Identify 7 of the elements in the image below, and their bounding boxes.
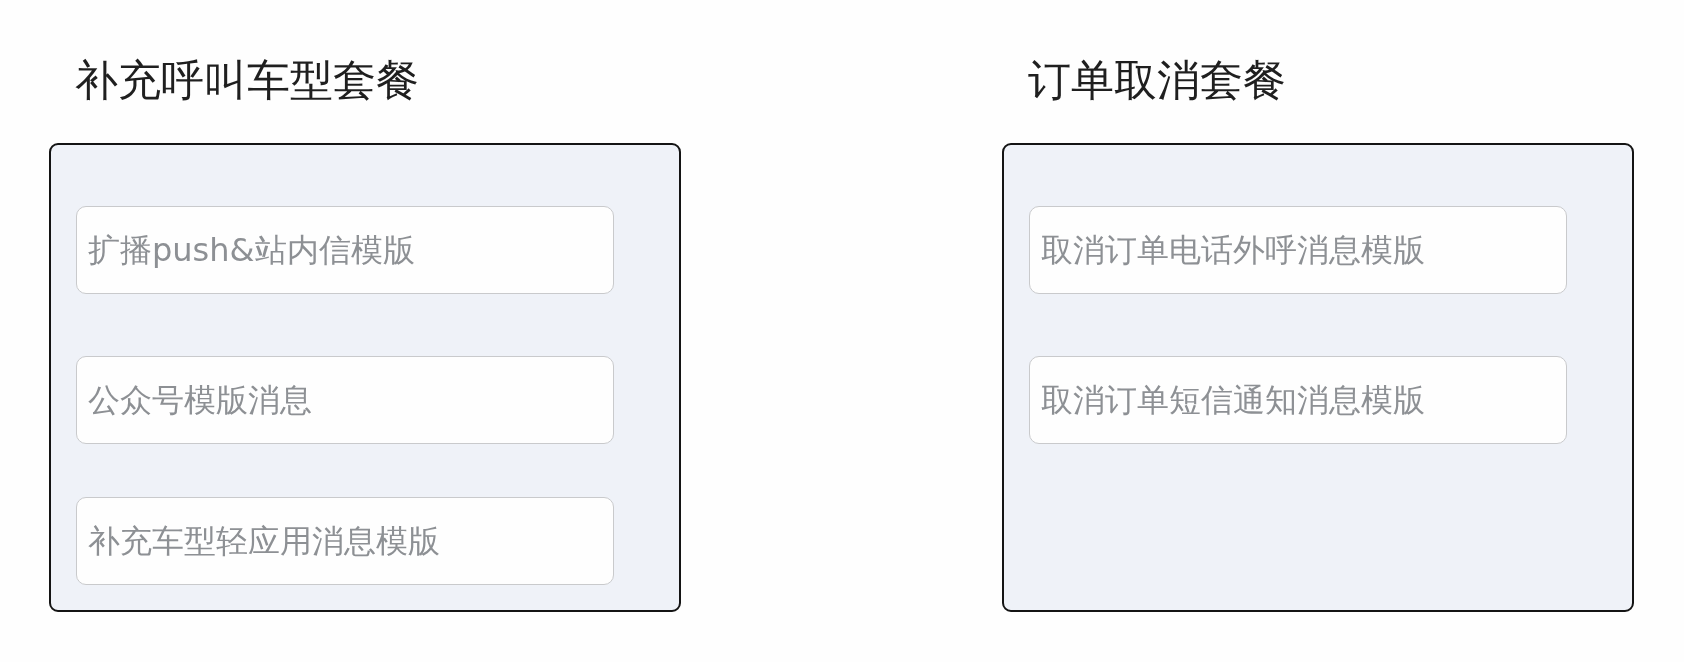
template-card: 取消订单电话外呼消息模版 xyxy=(1029,206,1567,294)
template-card: 补充车型轻应用消息模版 xyxy=(76,497,614,585)
template-card: 取消订单短信通知消息模版 xyxy=(1029,356,1567,444)
template-card: 公众号模版消息 xyxy=(76,356,614,444)
panel-heading: 补充呼叫车型套餐 xyxy=(75,54,419,107)
template-card: 扩播push&站内信模版 xyxy=(76,206,614,294)
panel-heading: 订单取消套餐 xyxy=(1028,54,1286,107)
